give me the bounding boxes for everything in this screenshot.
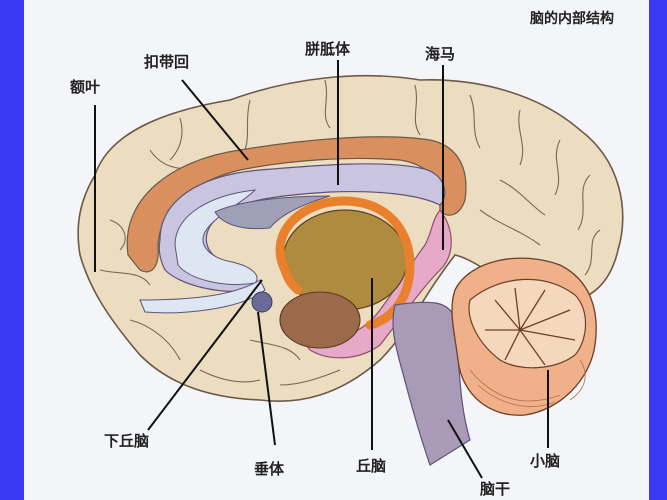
label-frontal-lobe: 额叶 (70, 78, 101, 96)
label-brainstem: 脑干 (480, 480, 511, 498)
label-hypothalamus: 下丘脑 (104, 432, 150, 450)
label-cingulate-gyrus: 扣带回 (144, 53, 190, 71)
right-border (649, 0, 667, 500)
label-corpus-callosum: 胼胝体 (305, 40, 351, 58)
label-hippocampus: 海马 (425, 45, 456, 63)
left-border (0, 0, 24, 500)
gyri-lines (99, 79, 601, 386)
fornix-ring (275, 196, 415, 330)
label-lines (94, 60, 549, 479)
label-pituitary: 垂体 (254, 460, 285, 478)
pituitary-shape (251, 291, 273, 313)
ventricle-grey (214, 195, 331, 230)
lateral-ventricle (174, 189, 258, 285)
anterior-commissure-band (139, 279, 266, 314)
arbor-vitae (468, 278, 587, 369)
midbrain-shape (279, 291, 361, 349)
arbor-vitae-branches (485, 287, 576, 366)
diagram-title: 脑的内部结构 (530, 11, 614, 27)
label-cerebellum: 小脑 (530, 452, 561, 470)
diagram-canvas: 脑的内部结构 额叶 扣带回 胼胝体 海马 下丘脑 垂体 丘脑 脑干 小脑 (24, 0, 649, 500)
label-thalamus: 丘脑 (356, 457, 387, 475)
brain-illustration (77, 60, 624, 479)
